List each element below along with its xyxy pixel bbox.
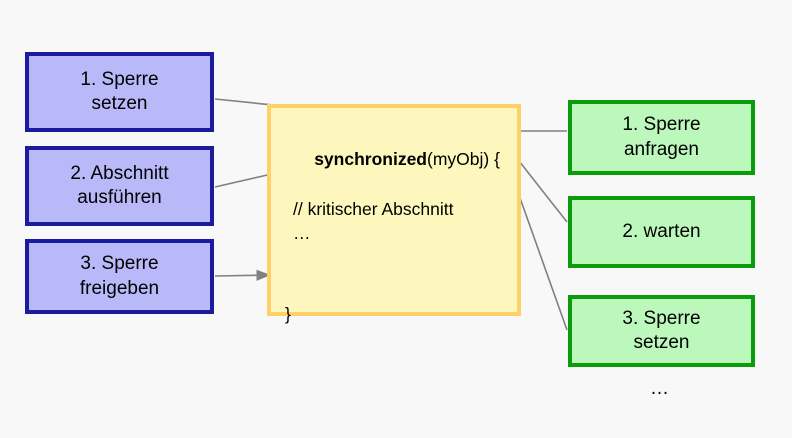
blue-box-2-line1: 2. Abschnitt [70,162,169,184]
code-spacer [285,246,503,302]
blue-box-3-line1: 3. Sperre [80,253,159,275]
arrow-release-to-code-close [214,269,271,281]
green-box-1-line2: anfragen [623,138,699,160]
green-box-2-line1: 2. warten [622,220,701,242]
code-line-2-critical-comment: // kritischer Abschnitt [293,198,454,219]
blue-box-2-line2: ausführen [77,187,162,208]
green-box-1-line1: 1. Sperre [622,114,701,136]
blue-box-1-line2: setzen [91,93,148,114]
green-box-2-wait[interactable]: 2. warten [568,196,755,268]
green-box-3-line1: 3. Sperre [622,307,701,329]
blue-box-1-line1: 1. Sperre [80,68,159,90]
blue-box-3-line2: freigeben [79,277,160,299]
code-line-4-close-brace: } [285,304,291,325]
code-line-1: synchronized(myObj) { [285,122,503,197]
blue-box-1-set-lock[interactable]: 1. Sperre setzen [25,52,214,132]
green-box-3-line2: setzen [633,332,690,353]
code-line-3-ellipsis: … [293,223,311,244]
green-box-3-set-lock[interactable]: 3. Sperre setzen [568,295,755,367]
code-line-1-rest: (myObj) { [427,148,500,169]
green-box-1-request-lock[interactable]: 1. Sperre anfragen [568,100,755,175]
right-column-more-ellipsis: … [650,378,671,399]
code-keyword-synchronized: synchronized [314,148,427,169]
blue-box-3-release-lock[interactable]: 3. Sperre freigeben [25,239,214,314]
synchronized-code-block: synchronized(myObj) { // kritischer Absc… [267,104,521,324]
blue-box-2-execute-section[interactable]: 2. Abschnitt ausführen [25,146,214,226]
